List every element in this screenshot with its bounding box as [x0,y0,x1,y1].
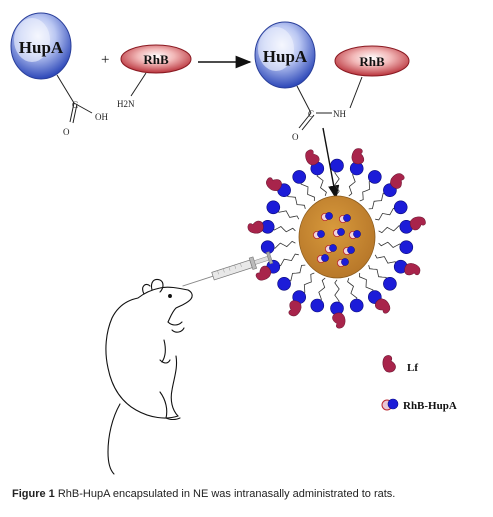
lactoferrin-ligand [332,312,346,329]
conjugate-particle [312,230,325,239]
lactoferrin-ligands [247,148,426,329]
legend-conjugate-label: RhB-HupA [403,400,457,412]
surfactant-tail [286,192,306,209]
lactoferrin-ligand [305,149,320,166]
conjugate-particle [320,212,333,221]
surfactant-tail [334,169,340,195]
surfactant-tail [375,207,398,221]
carbon-atom: C [72,100,78,110]
surfactant-head [310,298,325,313]
surfactant-head [393,200,408,215]
amide-nh-label: NH [333,109,346,119]
loading-arrow [322,127,340,200]
lactoferrin-ligand [409,216,426,231]
surfactant-head [383,276,397,291]
legend-lf-label: Lf [407,362,418,374]
surfactant-head [266,200,281,215]
surfactant-tail [300,180,315,202]
surfactant-head [292,170,307,184]
lactoferrin-ligand [351,148,365,165]
surfactant-tail [271,226,296,233]
carboxyl-group [56,74,93,124]
amine-label: H2N [117,99,135,109]
surfactant-tail [348,172,356,197]
lactoferrin-ligand [390,173,405,189]
surfactant-tail [378,225,403,234]
rhb-product: RhB [334,45,410,77]
surfactant-head [260,240,275,254]
surfactant-tail [368,192,387,210]
surfactant-tail [287,264,306,282]
hupa-label: HupA [19,38,64,57]
hydroxyl-label: OH [95,112,108,122]
surfactant-tail [378,241,403,248]
surfactant-tail [271,240,296,249]
encapsulated-conjugates [312,212,361,267]
lactoferrin-ligand [247,220,264,234]
conjugate-particle [324,244,337,253]
plus-sign: + [101,52,109,68]
legend-conjugate-icon [381,398,399,411]
nanoemulsion-droplet [247,148,426,329]
hupa-product: HupA [254,21,316,89]
legend-lf-icon [382,355,396,373]
rhb-label: RhB [143,52,169,67]
rat-illustration [105,278,193,475]
surfactant-tail [347,277,358,302]
surfactant-tails [271,169,403,305]
lactoferrin-ligand [255,265,272,281]
legend: Lf RhB-HupA [381,355,457,412]
surfactant-tail [301,272,315,294]
surfactant-tail [276,253,299,267]
surfactant-tail [316,172,327,197]
conjugate-particle [332,228,345,237]
surfactant-tail [359,180,373,202]
conjugate-particle [316,254,329,263]
product-carbon-atom: C [308,109,314,119]
caption-text: RhB-HupA encapsulated in NE was intranas… [57,488,396,500]
surfactant-tail [318,277,326,302]
lactoferrin-ligand [404,263,421,276]
conjugate-particle [342,246,355,255]
syringe [182,251,274,287]
figure-caption: Figure 1 RhB-HupA encapsulated in NE was… [12,488,487,500]
surfactant-tail [368,265,388,282]
product-rhb-label: RhB [359,54,385,69]
surfactant-head [330,158,344,173]
conjugate-particle [338,214,351,223]
figure-number: Figure 1 [12,488,55,500]
lactoferrin-ligand [374,298,391,314]
lactoferrin-ligand [266,177,282,191]
product-oxygen-atom: O [292,132,299,142]
conjugate-particle [348,230,361,239]
conjugate-particle [336,258,349,267]
oxygen-atom: O [63,127,70,137]
lactoferrin-ligand [288,300,302,317]
amide-linkage [296,76,363,131]
surfactant-tail [359,272,374,294]
surfactant-head [349,298,364,313]
amine-bond [130,72,147,97]
surfactant-head [399,240,414,254]
surfactant-tail [374,254,398,266]
surfactant-head [367,170,382,184]
surfactant-tail [276,208,300,220]
surfactant-head [277,276,291,291]
product-hupa-label: HupA [263,47,308,66]
surfactant-tail [334,279,340,305]
oil-core [298,195,376,279]
rhb-reactant: RhB [120,44,192,74]
hupa-reactant: HupA [10,12,72,80]
